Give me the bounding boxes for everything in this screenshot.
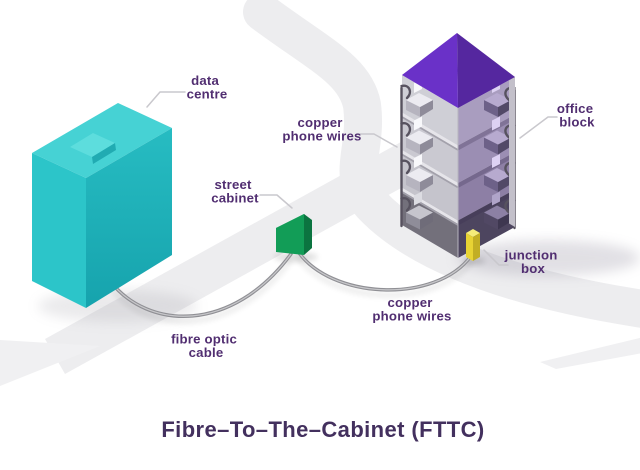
cables (108, 248, 474, 324)
desk-icon (406, 154, 433, 192)
copper-wires-ground-label: copper phone wires (372, 295, 451, 324)
phone-wire-curl (400, 159, 412, 175)
desk-icon (484, 154, 511, 192)
office-right-slab-1 (458, 114, 515, 151)
street-cabinet-right-face (304, 214, 312, 255)
junction-box-right-face (473, 233, 480, 261)
junction-box-illustration (466, 229, 480, 261)
data-centre-illustration (32, 103, 172, 308)
office-block-illustration (400, 33, 516, 258)
desk-icon (406, 116, 433, 155)
labels: data centre copper phone wires street ca… (171, 73, 597, 361)
desk-icon (484, 191, 511, 230)
street-cabinet-label: street cabinet (211, 177, 259, 206)
data-centre-left-face (32, 153, 86, 308)
junction-box-front-face (466, 233, 473, 261)
road-wisp-bottom-left (0, 340, 100, 386)
road-curved (243, 0, 640, 328)
office-block-leader (519, 116, 558, 139)
desk-icon (406, 79, 433, 117)
desk-icon (484, 116, 511, 155)
data-centre-right-face (86, 128, 172, 308)
fibre-optic-cable-highlight (109, 253, 292, 317)
copper-wires-building-leader (356, 133, 398, 148)
street-cabinet-front-face (276, 214, 304, 255)
data-centre-leader (146, 91, 186, 108)
fibre-optic-cable-label: fibre optic cable (171, 332, 241, 361)
leader-lines (146, 91, 558, 266)
junction-box-leader (483, 249, 509, 266)
street-cabinet-illustration (276, 214, 312, 255)
office-right-edge-strip (509, 77, 515, 227)
copper-wires-building-label: copper phone wires (282, 115, 361, 144)
office-roof-right-face (457, 33, 515, 108)
phone-wire-curl (400, 84, 412, 100)
copper-cable-highlight (296, 249, 472, 291)
phone-wire-curl (400, 197, 412, 212)
data-centre-vent-side (92, 143, 116, 164)
office-block-label: office block (557, 101, 597, 130)
desk-icon (406, 191, 433, 230)
street-cabinet-leader (259, 194, 293, 209)
office-right-slab-3 (458, 189, 515, 226)
office-roof-left-face (402, 33, 458, 108)
copper-cable-shadow (294, 253, 474, 298)
office-right-slab-2 (458, 152, 515, 188)
data-centre-label: data centre (187, 73, 228, 102)
diagram-title: Fibre–To–The–Cabinet (FTTC) (161, 417, 484, 442)
junction-box-label: junction box (504, 248, 562, 277)
data-centre-vent-top (70, 133, 115, 157)
phone-wire-curl (400, 122, 412, 137)
fibre-cable-shadow (108, 257, 294, 324)
office-block-shadow (456, 240, 640, 276)
road-wisp-bottom-right (540, 337, 640, 369)
